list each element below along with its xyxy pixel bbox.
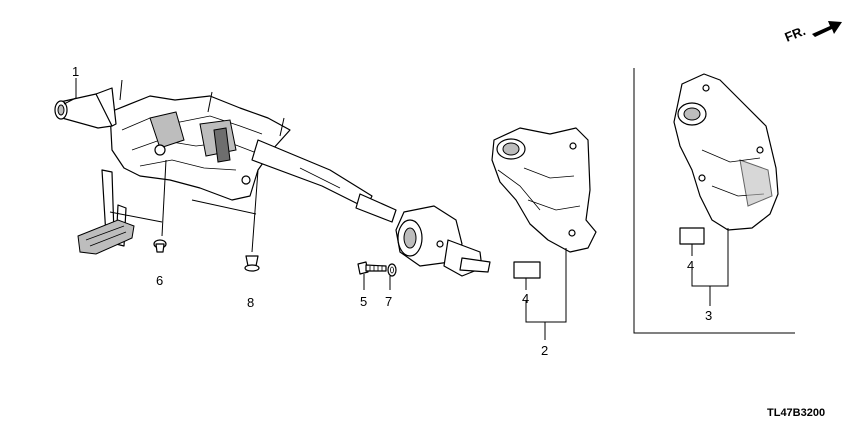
callout-2: 2 [541, 343, 548, 358]
callout-8: 8 [247, 295, 254, 310]
callout-6: 6 [156, 273, 163, 288]
arrow-right-icon [812, 21, 842, 37]
callout-4-cover-3: 4 [687, 258, 694, 273]
bolt-6 [153, 159, 167, 253]
column-cover-2 [491, 127, 597, 253]
diagram-code: TL47B3200 [767, 407, 825, 419]
steering-column-assembly [54, 79, 491, 277]
front-direction-marker: FR. [783, 21, 842, 45]
label-sticker-4b [679, 227, 705, 245]
callout-5: 5 [360, 294, 367, 309]
callout-3: 3 [705, 308, 712, 323]
callout-4-cover-2: 4 [522, 291, 529, 306]
leader-3 [691, 228, 729, 306]
leader-1 [63, 78, 77, 105]
callout-1: 1 [72, 64, 79, 79]
label-sticker-4a [513, 261, 541, 279]
callout-7: 7 [385, 294, 392, 309]
washer-7 [387, 263, 397, 277]
option-frame [633, 68, 795, 334]
bolt-8 [244, 169, 260, 272]
column-cover-3 [673, 73, 779, 231]
front-direction-label: FR. [783, 23, 808, 45]
bolt-5 [357, 261, 387, 275]
leader-2 [525, 248, 567, 340]
